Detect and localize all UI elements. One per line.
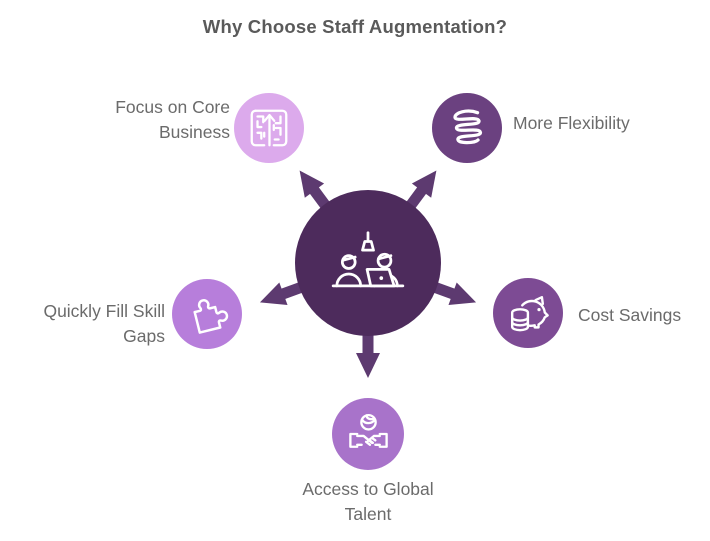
node-circle-skill-gaps	[172, 279, 242, 349]
node-circle-cost-savings	[493, 278, 563, 348]
label-global-talent: Access to Global Talent	[302, 479, 434, 524]
label-cost-savings: Cost Savings	[578, 305, 682, 325]
page-title: Why Choose Staff Augmentation?	[202, 16, 508, 37]
maze-arrow-icon	[250, 109, 288, 147]
puzzle-piece-icon	[193, 299, 229, 334]
label-skill-gaps: Quickly Fill Skill Gaps	[43, 301, 165, 346]
label-more-flexibility: More Flexibility	[513, 113, 630, 133]
label-focus-core-business: Focus on Core Business	[115, 97, 230, 142]
node-circle-global-talent	[332, 398, 404, 470]
team-working-at-desk-icon	[331, 231, 405, 288]
node-circle-focus-core-business	[234, 93, 304, 163]
handshake-globe-icon	[348, 413, 388, 448]
spring-coil-icon	[453, 109, 483, 145]
node-circle-more-flexibility	[432, 93, 502, 163]
center-hub-circle	[295, 190, 441, 336]
piggy-bank-coins-icon	[510, 295, 549, 332]
